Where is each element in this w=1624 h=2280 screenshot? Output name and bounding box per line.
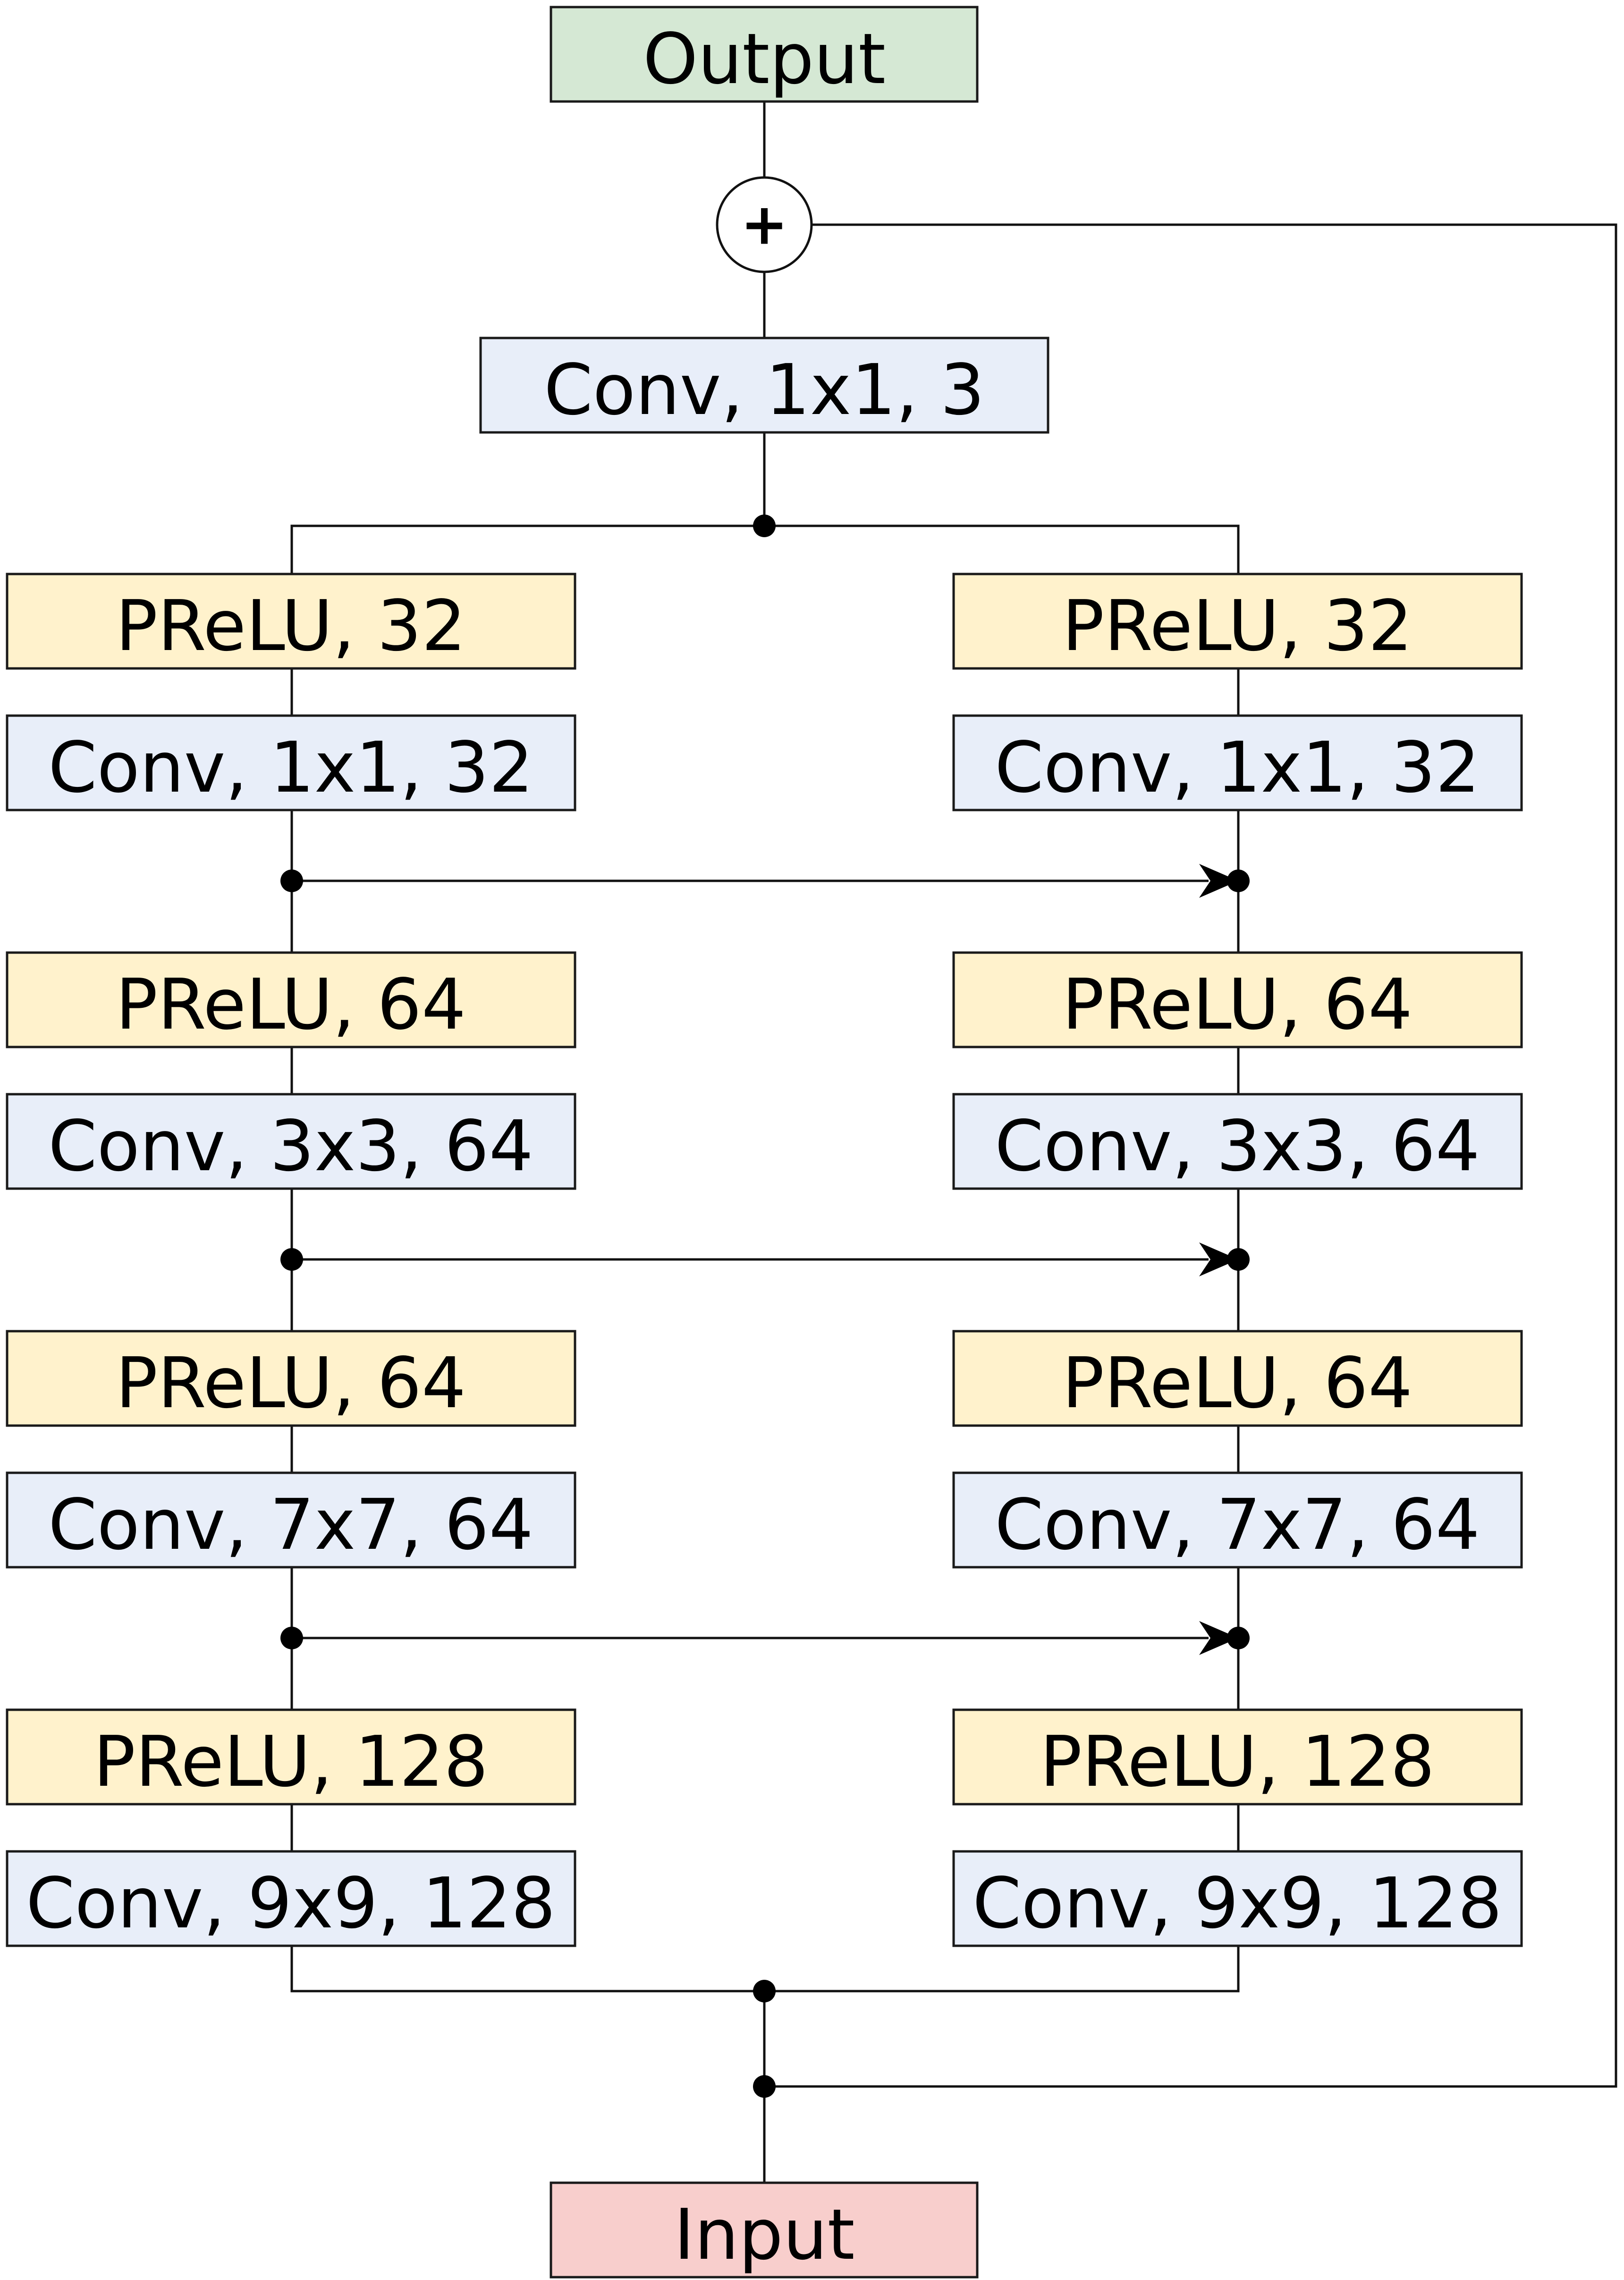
right-prelu-box-3 xyxy=(952,1330,1523,1427)
left-branch: PReLU, 32 Conv, 1x1, 32 PReLU, 64 Conv, … xyxy=(6,573,576,1947)
left-prelu-label-2: PReLU, 64 xyxy=(116,964,466,1045)
left-conv-label-1: Conv, 1x1, 32 xyxy=(48,727,533,808)
right-prelu-label-3: PReLU, 64 xyxy=(1062,1343,1413,1424)
left-prelu-box-1 xyxy=(6,573,576,670)
right-conv-box-1 xyxy=(952,714,1523,811)
junction-skip xyxy=(753,2075,776,2098)
right-prelu-label-4: PReLU, 128 xyxy=(1040,1721,1435,1802)
output-label: Output xyxy=(643,18,886,100)
left-prelu-box-2 xyxy=(6,951,576,1048)
sum-circle xyxy=(716,176,813,273)
right-prelu-label-1: PReLU, 32 xyxy=(1062,585,1413,667)
junction-merge xyxy=(753,1980,776,2002)
left-prelu-label-4: PReLU, 128 xyxy=(93,1721,488,1802)
input-label: Input xyxy=(674,2194,854,2275)
junction-right-3 xyxy=(1227,1627,1250,1649)
right-conv-box-2 xyxy=(952,1093,1523,1190)
skip-connection xyxy=(764,223,1617,2088)
right-conv-label-3: Conv, 7x7, 64 xyxy=(995,1484,1480,1565)
junction-left-3 xyxy=(280,1627,303,1649)
junction-right-2 xyxy=(1227,1248,1250,1271)
junction-left-1 xyxy=(280,870,303,892)
left-prelu-box-3 xyxy=(6,1330,576,1427)
right-conv-label-4: Conv, 9x9, 128 xyxy=(973,1863,1502,1944)
left-prelu-box-4 xyxy=(6,1708,576,1806)
sum-sign: + xyxy=(741,192,788,258)
right-prelu-box-2 xyxy=(952,951,1523,1048)
junction-right-1 xyxy=(1227,870,1250,892)
arrowhead-3 xyxy=(1199,1621,1238,1655)
arrowhead-2 xyxy=(1199,1242,1238,1276)
right-conv-box-3 xyxy=(952,1471,1523,1569)
input-box xyxy=(550,2181,979,2279)
conv-final-label: Conv, 1x1, 3 xyxy=(544,349,985,431)
left-prelu-label-1: PReLU, 32 xyxy=(116,585,466,667)
right-branch: PReLU, 32 Conv, 1x1, 32 PReLU, 64 Conv, … xyxy=(952,573,1523,1947)
input-node: Input xyxy=(550,2181,979,2279)
left-conv-label-2: Conv, 3x3, 64 xyxy=(48,1106,533,1187)
sum-node: + xyxy=(716,176,813,273)
arrowheads xyxy=(1199,864,1238,1655)
conv-final-box xyxy=(479,337,1049,434)
left-conv-box-4 xyxy=(6,1850,576,1947)
left-conv-box-3 xyxy=(6,1471,576,1569)
junction-dots xyxy=(280,515,1250,2098)
left-conv-box-2 xyxy=(6,1093,576,1190)
right-conv-label-2: Conv, 3x3, 64 xyxy=(995,1106,1480,1187)
left-prelu-label-3: PReLU, 64 xyxy=(116,1343,466,1424)
junction-split xyxy=(753,515,776,537)
right-prelu-box-1 xyxy=(952,573,1523,670)
arrowhead-1 xyxy=(1199,864,1238,898)
right-conv-box-4 xyxy=(952,1850,1523,1947)
junction-left-2 xyxy=(280,1248,303,1271)
output-node: Output xyxy=(550,6,979,103)
left-conv-label-4: Conv, 9x9, 128 xyxy=(26,1863,556,1944)
left-conv-label-3: Conv, 7x7, 64 xyxy=(48,1484,533,1565)
output-box xyxy=(550,6,979,103)
right-prelu-label-2: PReLU, 64 xyxy=(1062,964,1413,1045)
right-conv-label-1: Conv, 1x1, 32 xyxy=(995,727,1480,808)
right-prelu-box-4 xyxy=(952,1708,1523,1806)
conv-final-node: Conv, 1x1, 3 xyxy=(479,337,1049,434)
left-conv-box-1 xyxy=(6,714,576,811)
